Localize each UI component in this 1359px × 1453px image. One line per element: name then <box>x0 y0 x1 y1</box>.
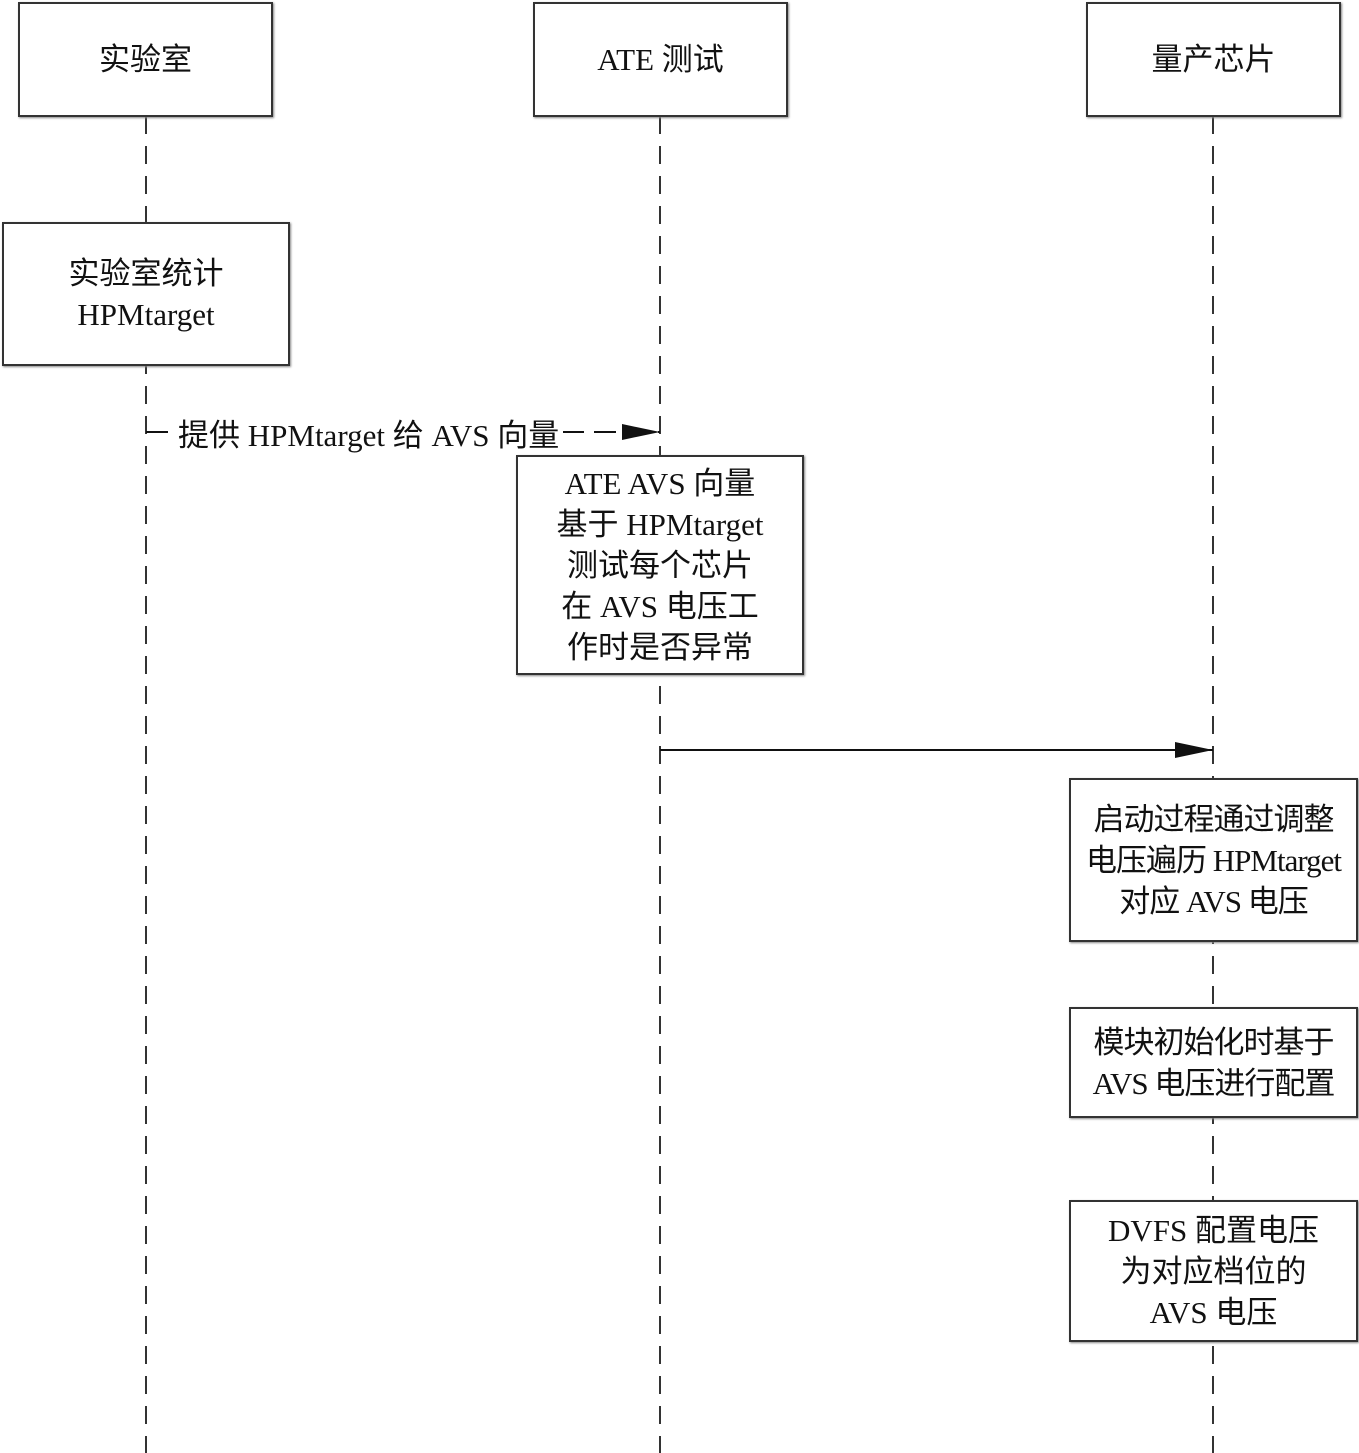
box-line: 对应 AVS 电压 <box>1119 883 1309 919</box>
activation-dvfs: DVFS 配置电压 为对应档位的 AVS 电压 <box>1069 1200 1358 1342</box>
box-line: AVS 电压 <box>1149 1294 1278 1330</box>
participant-ate: ATE 测试 <box>533 2 788 117</box>
box-line: 模块初始化时基于 <box>1093 1024 1335 1060</box>
box-line: 为对应档位的 <box>1120 1253 1307 1289</box>
activation-module-init: 模块初始化时基于 AVS 电压进行配置 <box>1069 1007 1358 1118</box>
participant-label: 实验室 <box>99 42 192 77</box>
box-line: 电压遍历 HPMtarget <box>1086 842 1342 878</box>
participant-chip: 量产芯片 <box>1086 2 1341 117</box>
activation-lab-stats: 实验室统计 HPMtarget <box>2 222 290 366</box>
activation-boot: 启动过程通过调整 电压遍历 HPMtarget 对应 AVS 电压 <box>1069 778 1358 942</box>
participant-lab: 实验室 <box>18 2 273 117</box>
box-line: 在 AVS 电压工 <box>561 588 759 624</box>
box-line: AVS 电压进行配置 <box>1092 1065 1336 1101</box>
box-line: DVFS 配置电压 <box>1107 1212 1319 1248</box>
message-label-lab-to-ate: 提供 HPMtarget 给 AVS 向量 <box>174 410 564 455</box>
participant-label: 量产芯片 <box>1151 42 1276 77</box>
box-line: 测试每个芯片 <box>567 547 753 583</box>
box-line: ATE AVS 向量 <box>564 465 756 501</box>
box-line: 启动过程通过调整 <box>1093 801 1335 837</box>
box-line: 基于 HPMtarget <box>556 506 764 542</box>
box-line: 实验室统计 <box>68 256 224 291</box>
participant-label: ATE 测试 <box>597 42 724 77</box>
activation-ate-test: ATE AVS 向量 基于 HPMtarget 测试每个芯片 在 AVS 电压工… <box>516 455 804 675</box>
box-line: HPMtarget <box>77 297 215 332</box>
box-line: 作时是否异常 <box>567 629 753 665</box>
